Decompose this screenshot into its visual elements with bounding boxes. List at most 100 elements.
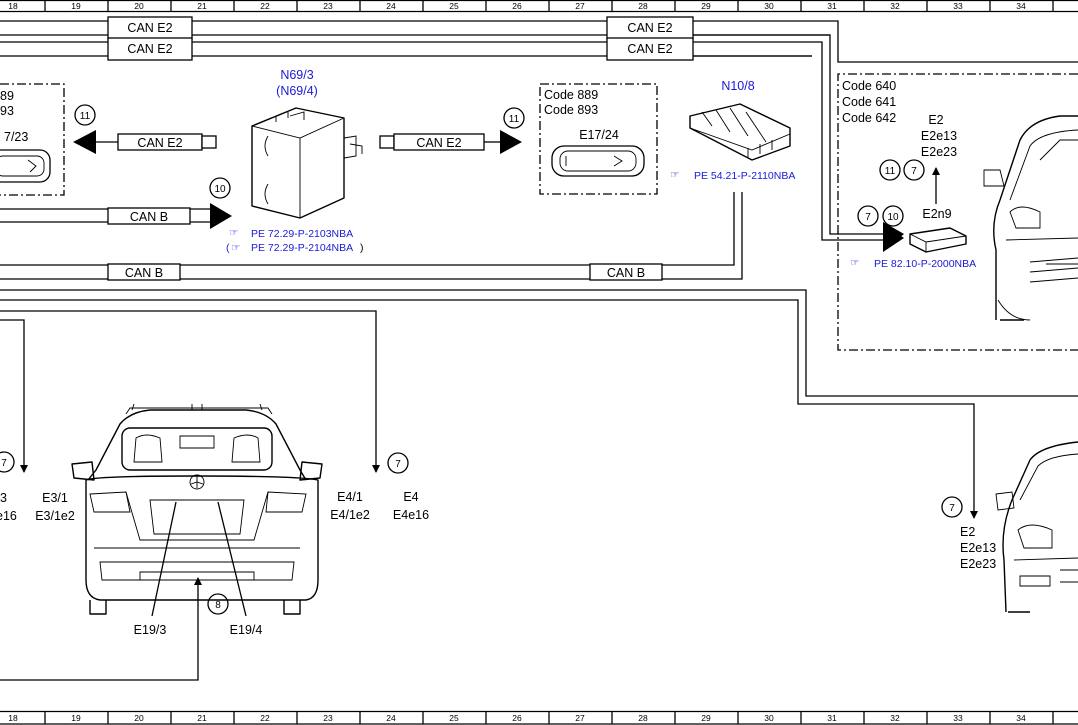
- can-e2-label: CAN E2: [627, 21, 672, 35]
- pointer-icon: ☞: [670, 169, 679, 181]
- car-front-icon-bottom: [995, 441, 1078, 613]
- can-b-label: CAN B: [125, 266, 163, 280]
- ruler-label: 30: [764, 713, 774, 723]
- ruler-label: 30: [764, 1, 774, 11]
- svg-text:11: 11: [885, 166, 896, 177]
- ruler-label: 19: [71, 1, 81, 11]
- top-ruler: 18 19 20 21 22 23 24 25 26 27 28 29 30 3…: [0, 0, 1078, 13]
- circle-7: 7: [0, 451, 15, 473]
- bottom-ruler: 18 19 20 21 22 23 24 25 26 27 28 29 30 3…: [0, 710, 1078, 725]
- e2n9-ref: PE 82.10-P-2000NBA: [874, 258, 976, 270]
- ruler-label: 21: [197, 1, 207, 11]
- can-e2-label: CAN E2: [627, 42, 672, 56]
- svg-text:10: 10: [214, 184, 226, 195]
- can-e2-label-box: [107, 37, 193, 61]
- circle-10: 10: [882, 205, 904, 227]
- svg-text:7: 7: [911, 166, 917, 177]
- mid-code-box: Code 889 Code 893 E17/24: [539, 83, 658, 195]
- circle-8: 8: [207, 593, 229, 615]
- e2e13-bottom-label: E2e13: [960, 541, 996, 555]
- n69-3-id: N69/3: [280, 68, 313, 82]
- ruler-label: 20: [134, 1, 144, 11]
- n10-8-ref: PE 54.21-P-2110NBA: [694, 170, 795, 182]
- left-label-b: e16: [0, 509, 17, 523]
- circle-11: 11: [879, 159, 901, 181]
- e2n9-id: E2n9: [922, 207, 951, 221]
- can-e2-bus: CAN E2 CAN E2 CAN E2 CAN E2: [0, 16, 1078, 241]
- pointer-icon: ☞: [229, 227, 238, 239]
- e2e23-bottom-label: E2e23: [960, 557, 996, 571]
- svg-text:7: 7: [865, 212, 871, 223]
- circle-7: 7: [941, 496, 963, 518]
- ruler-label: 26: [512, 1, 522, 11]
- ruler-label: 18: [8, 1, 18, 11]
- circle-11: 11: [503, 107, 525, 129]
- n10-8-id: N10/8: [721, 79, 754, 93]
- e4-1e2-label: E4/1e2: [330, 508, 370, 522]
- can-e2-label: CAN E2: [127, 21, 172, 35]
- n69-3-ref1: PE 72.29-P-2103NBA: [251, 228, 353, 240]
- circle-11: 11: [74, 104, 96, 126]
- ruler-label: 31: [827, 713, 837, 723]
- svg-text:7: 7: [395, 459, 401, 470]
- ruler-label: 23: [323, 713, 333, 723]
- e3-1-label: E3/1: [42, 491, 68, 505]
- e19-3-label: E19/3: [134, 623, 167, 637]
- can-e2-label-box: [606, 37, 694, 61]
- circle-7: 7: [903, 159, 925, 181]
- e2-bottom-label: E2: [960, 525, 975, 539]
- light-icon: [0, 149, 51, 183]
- ruler-label: 24: [386, 1, 396, 11]
- right-code1: Code 640: [842, 79, 896, 93]
- can-b-label: CAN B: [607, 266, 645, 280]
- svg-text:7: 7: [1, 458, 7, 469]
- e2e13-top: E2e13: [921, 129, 957, 143]
- ruler-label: 33: [953, 1, 963, 11]
- ruler-label: 25: [449, 713, 459, 723]
- circle-7: 7: [387, 452, 409, 474]
- n10-8-module: N10/8 ☞ PE 54.21-P-2110NBA: [670, 79, 795, 182]
- car-rear-icon: [71, 403, 323, 617]
- right-code3: Code 642: [842, 111, 896, 125]
- ruler-label: 29: [701, 713, 711, 723]
- can-e2-arrow-left: CAN E2: [73, 130, 217, 154]
- e4-label: E4: [403, 490, 418, 504]
- svg-text:7: 7: [949, 503, 955, 514]
- can-e2-label: CAN E2: [127, 42, 172, 56]
- ruler-label: 23: [323, 1, 333, 11]
- paren-close: ): [360, 242, 364, 254]
- ruler-label: 24: [386, 713, 396, 723]
- right-code2: Code 641: [842, 95, 896, 109]
- left-code-box: 89 93 7/23: [0, 83, 65, 196]
- ruler-label: 33: [953, 713, 963, 723]
- ruler-label: 19: [71, 713, 81, 723]
- can-e2-arrow-right: CAN E2: [379, 130, 522, 154]
- left-code2: 93: [0, 104, 14, 118]
- e2e23-top: E2e23: [921, 145, 957, 159]
- can-e2-label: CAN E2: [416, 136, 461, 150]
- left-label-a: 3: [0, 491, 7, 505]
- ruler-label: 32: [890, 1, 900, 11]
- e4e16-label: E4e16: [393, 508, 429, 522]
- e4-1-label: E4/1: [337, 490, 363, 504]
- circle-10: 10: [209, 177, 231, 199]
- n69-3-module: N69/3 (N69/4) ☞ PE 72.29-P-2103NBA ( ☞ P…: [226, 68, 364, 254]
- ruler-label: 32: [890, 713, 900, 723]
- light-icon: [551, 145, 645, 177]
- mid-part: E17/24: [579, 128, 619, 142]
- svg-text:11: 11: [80, 111, 91, 122]
- pointer-icon: ☞: [850, 257, 859, 269]
- ruler-label: 25: [449, 1, 459, 11]
- svg-text:11: 11: [509, 114, 520, 125]
- ruler-label: 20: [134, 713, 144, 723]
- car-front-icon: [983, 115, 1078, 321]
- ruler-label: 28: [638, 713, 648, 723]
- svg-text:10: 10: [887, 212, 899, 223]
- e2-top: E2: [928, 113, 943, 127]
- can-b-bus: CAN B CAN B CAN B: [0, 192, 743, 281]
- e19-4-label: E19/4: [230, 623, 263, 637]
- ruler-label: 28: [638, 1, 648, 11]
- ruler-label: 31: [827, 1, 837, 11]
- paren-open: (: [226, 242, 230, 254]
- ruler-label: 21: [197, 713, 207, 723]
